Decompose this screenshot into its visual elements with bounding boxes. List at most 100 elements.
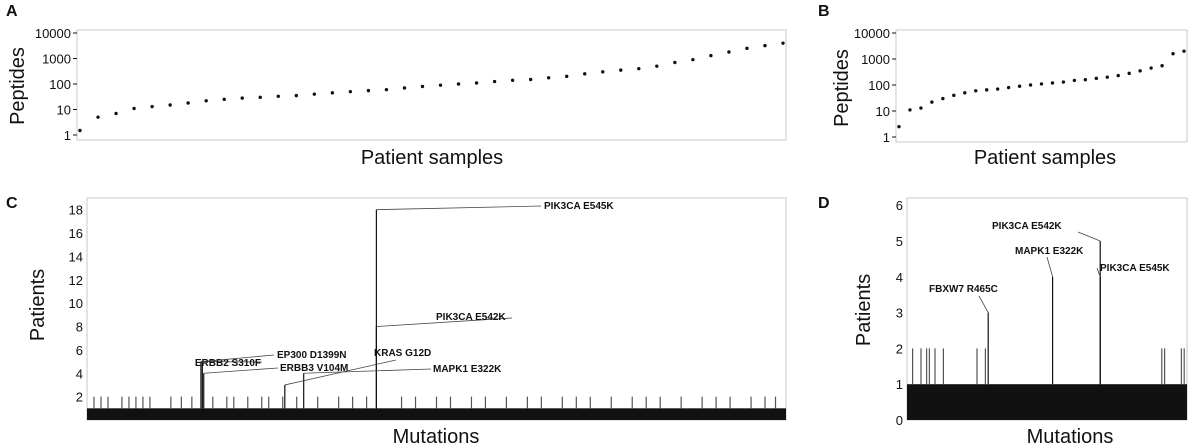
data-point-b <box>1050 81 1055 85</box>
mutation-label-c: ERBB3 V104M <box>280 363 348 374</box>
data-point-a <box>691 57 695 62</box>
data-point-a <box>528 77 533 82</box>
mutation-label-d: FBXW7 R465C <box>929 284 998 295</box>
y-axis-title-a: Peptides <box>7 47 29 125</box>
annotation-leader-d <box>1046 256 1053 277</box>
mutation-label-c: KRAS G12D <box>374 348 431 359</box>
data-point-a <box>150 104 154 109</box>
annotation-leader-c <box>376 317 513 327</box>
annotation-leader-c <box>203 367 279 374</box>
panel-letter-c: C <box>6 195 18 212</box>
data-point-a <box>492 79 497 84</box>
data-point-a <box>204 99 208 103</box>
data-point-a <box>709 53 713 58</box>
y-tick-label-c: 16 <box>69 226 83 241</box>
x-axis-title-c: Mutations <box>393 426 480 448</box>
y-tick-label-a: 100 <box>49 77 71 92</box>
data-point-a <box>258 95 262 100</box>
data-point-b <box>1182 49 1186 53</box>
x-axis-title-a: Patient samples <box>361 147 503 169</box>
mutation-label-c: PIK3CA E545K <box>544 201 614 212</box>
data-point-a <box>384 87 389 92</box>
y-tick-label-d: 2 <box>896 341 903 356</box>
annotation-leader-c <box>303 368 432 374</box>
data-point-a <box>474 81 479 85</box>
plot-frame-b <box>895 29 1188 143</box>
data-point-b <box>941 96 945 101</box>
data-point-b <box>1039 82 1044 86</box>
data-point-a <box>366 88 371 93</box>
data-point-b <box>1017 84 1022 88</box>
mutation-label-d: PIK3CA E545K <box>1100 263 1170 274</box>
data-point-a <box>583 72 587 76</box>
y-tick-label-d: 3 <box>896 306 903 321</box>
data-points-b <box>897 49 1186 129</box>
mutation-bars-d <box>907 240 1187 420</box>
y-tick-label-c: 6 <box>76 343 83 358</box>
data-point-b <box>1083 77 1088 82</box>
y-tick-label-c: 8 <box>76 320 83 335</box>
y-tick-label-c: 12 <box>69 273 83 288</box>
y-tick-label-c: 18 <box>69 203 83 218</box>
y-tick-label-d: 0 <box>896 413 903 428</box>
y-tick-label-b: 100 <box>868 78 890 93</box>
data-point-b <box>963 91 967 95</box>
annotation-leader-c <box>376 205 542 211</box>
data-point-a <box>114 111 118 116</box>
data-point-a <box>222 97 226 102</box>
annotation-leader-d <box>1096 267 1101 277</box>
data-point-a <box>745 46 749 51</box>
data-point-b <box>1028 83 1033 87</box>
mutation-bars-c <box>87 209 786 420</box>
data-point-a <box>168 103 172 107</box>
data-point-b <box>1094 76 1099 81</box>
data-point-b <box>974 89 978 93</box>
y-tick-label-d: 1 <box>896 377 903 392</box>
data-point-b <box>1138 69 1142 73</box>
plot-frame-a <box>76 29 787 141</box>
panel-a: A Peptides Patient samples 1101001000100… <box>6 3 787 169</box>
data-point-b <box>1006 85 1011 90</box>
data-point-a <box>132 106 136 111</box>
data-point-a <box>402 86 407 90</box>
data-point-a <box>546 76 551 80</box>
annotation-leader-d <box>978 295 989 313</box>
mutation-label-c: EP300 D1399N <box>277 350 347 361</box>
y-tick-label-b: 10 <box>876 104 890 119</box>
x-axis-title-d: Mutations <box>1027 426 1114 448</box>
panel-letter-a: A <box>6 3 18 20</box>
annotation-leader-d <box>1077 231 1101 242</box>
baseline-block-c <box>87 408 786 420</box>
data-points-a <box>78 41 785 133</box>
y-tick-label-d: 5 <box>896 234 903 249</box>
data-point-a <box>276 94 280 98</box>
data-point-a <box>564 74 569 79</box>
data-point-a <box>456 82 461 86</box>
y-tick-label-a: 1 <box>64 128 71 143</box>
data-point-a <box>673 60 677 65</box>
data-point-b <box>1072 78 1077 83</box>
data-point-b <box>1061 80 1066 84</box>
y-axis-title-c: Patients <box>27 269 49 341</box>
annotation-leader-c <box>284 359 397 386</box>
x-axis-title-b: Patient samples <box>974 147 1116 169</box>
baseline-block-d <box>907 384 1187 420</box>
y-tick-label-a: 10000 <box>35 26 71 41</box>
y-tick-label-c: 10 <box>69 296 83 311</box>
data-point-b <box>919 106 923 110</box>
data-point-b <box>1160 64 1164 68</box>
y-tick-label-c: 14 <box>69 249 83 264</box>
data-point-a <box>330 91 335 95</box>
data-point-b <box>1116 73 1120 78</box>
data-point-a <box>655 64 659 68</box>
data-point-a <box>637 66 641 71</box>
y-tick-label-a: 10 <box>57 103 71 118</box>
data-point-a <box>601 70 605 74</box>
data-point-b <box>1127 71 1131 76</box>
